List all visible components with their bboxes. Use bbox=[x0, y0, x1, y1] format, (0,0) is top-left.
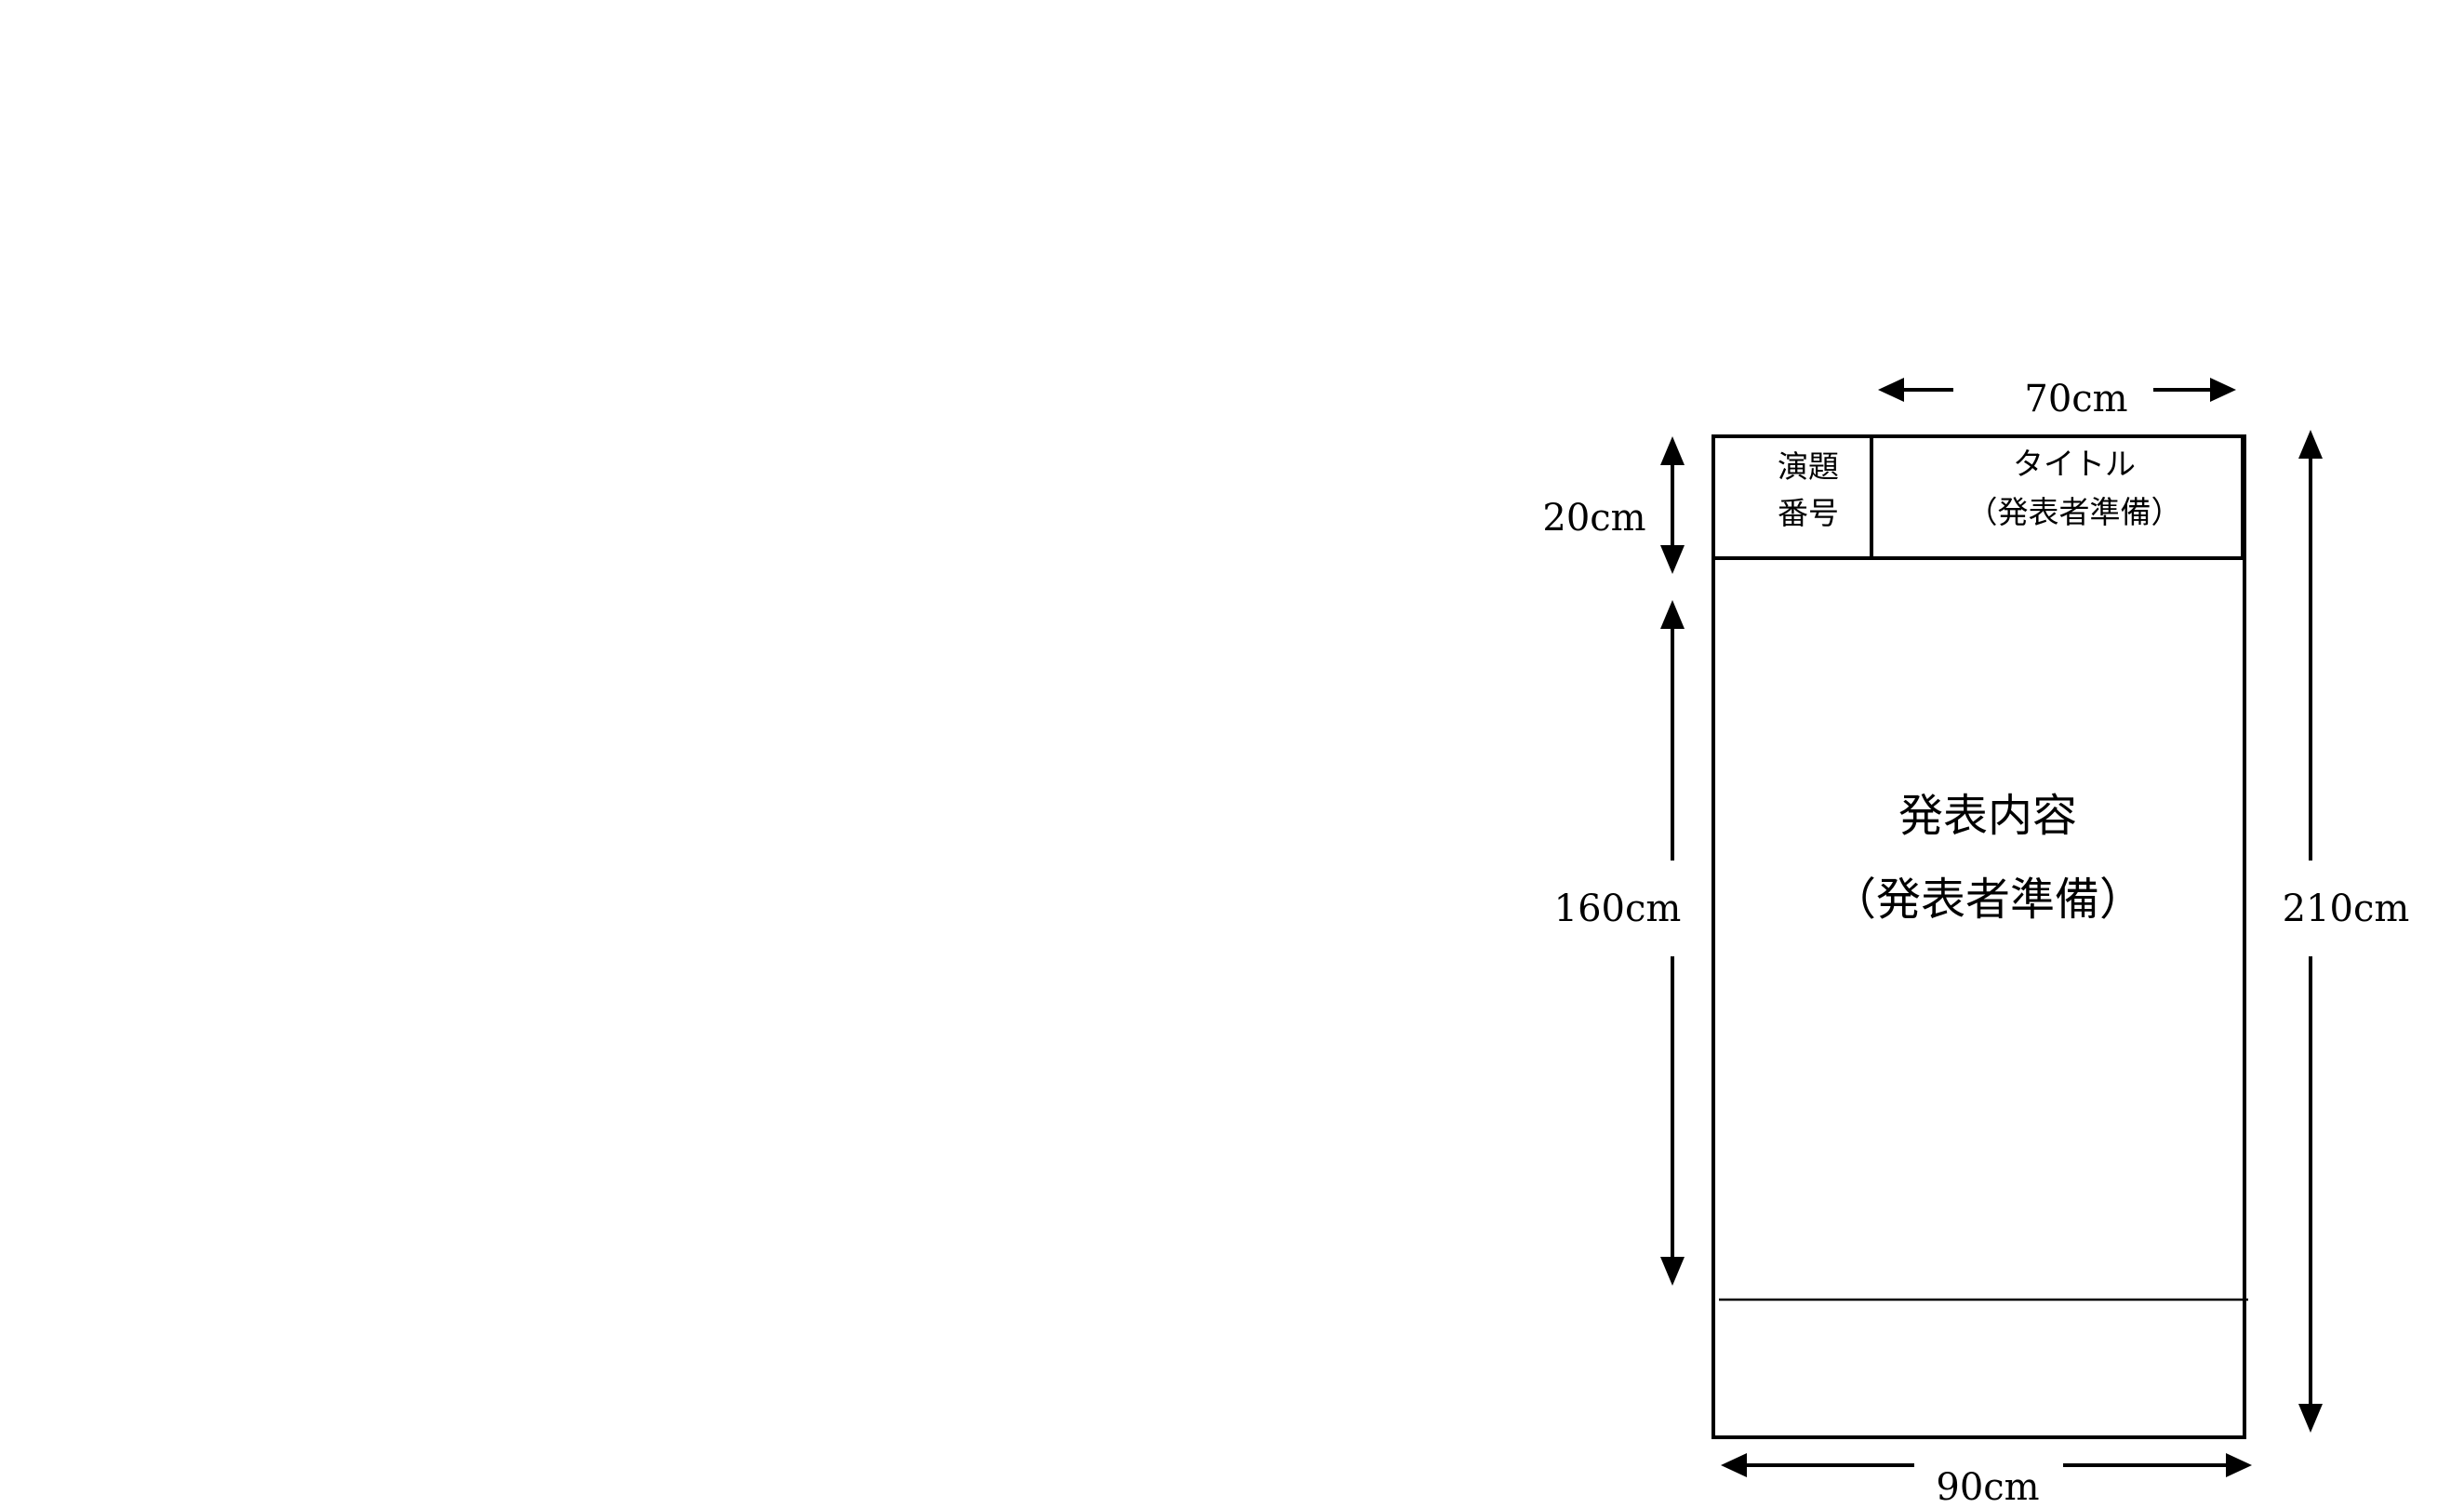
poster-board-outline bbox=[1711, 434, 2246, 1439]
title-label-line1: タイトル bbox=[2013, 446, 2136, 482]
content-height-arrow-up-head bbox=[1660, 600, 1685, 629]
bottom-width-arrow-left-head bbox=[1721, 1453, 1747, 1477]
number-label-line1: 演題 bbox=[1778, 448, 1839, 485]
total-height-arrow-up-head bbox=[2298, 430, 2323, 459]
number-label-line2: 番号 bbox=[1778, 495, 1839, 531]
content-height-arrow-down-head bbox=[1660, 1257, 1685, 1286]
total-height-label: 210cm bbox=[2283, 887, 2410, 930]
bottom-width-label: 90cm bbox=[1936, 1466, 2039, 1508]
header-box bbox=[1711, 434, 2244, 560]
content-label-line1: 発表内容 bbox=[1898, 790, 2077, 842]
title-label-line2: （発表者準備） bbox=[1967, 494, 2182, 530]
top-width-arrow-left-head bbox=[1878, 378, 1904, 402]
header-height-arrow-up-head bbox=[1660, 436, 1685, 465]
top-width-label: 70cm bbox=[2024, 378, 2127, 420]
content-label-line2: （発表者準備） bbox=[1831, 874, 2144, 926]
header-height-arrow-down-head bbox=[1660, 545, 1685, 574]
content-height-label: 160cm bbox=[1554, 887, 1682, 930]
total-height-arrow-down-head bbox=[2298, 1404, 2323, 1433]
top-width-arrow-right-head bbox=[2210, 378, 2236, 402]
bottom-width-arrow-right-head bbox=[2226, 1453, 2252, 1477]
header-height-label: 20cm bbox=[1542, 497, 1645, 540]
